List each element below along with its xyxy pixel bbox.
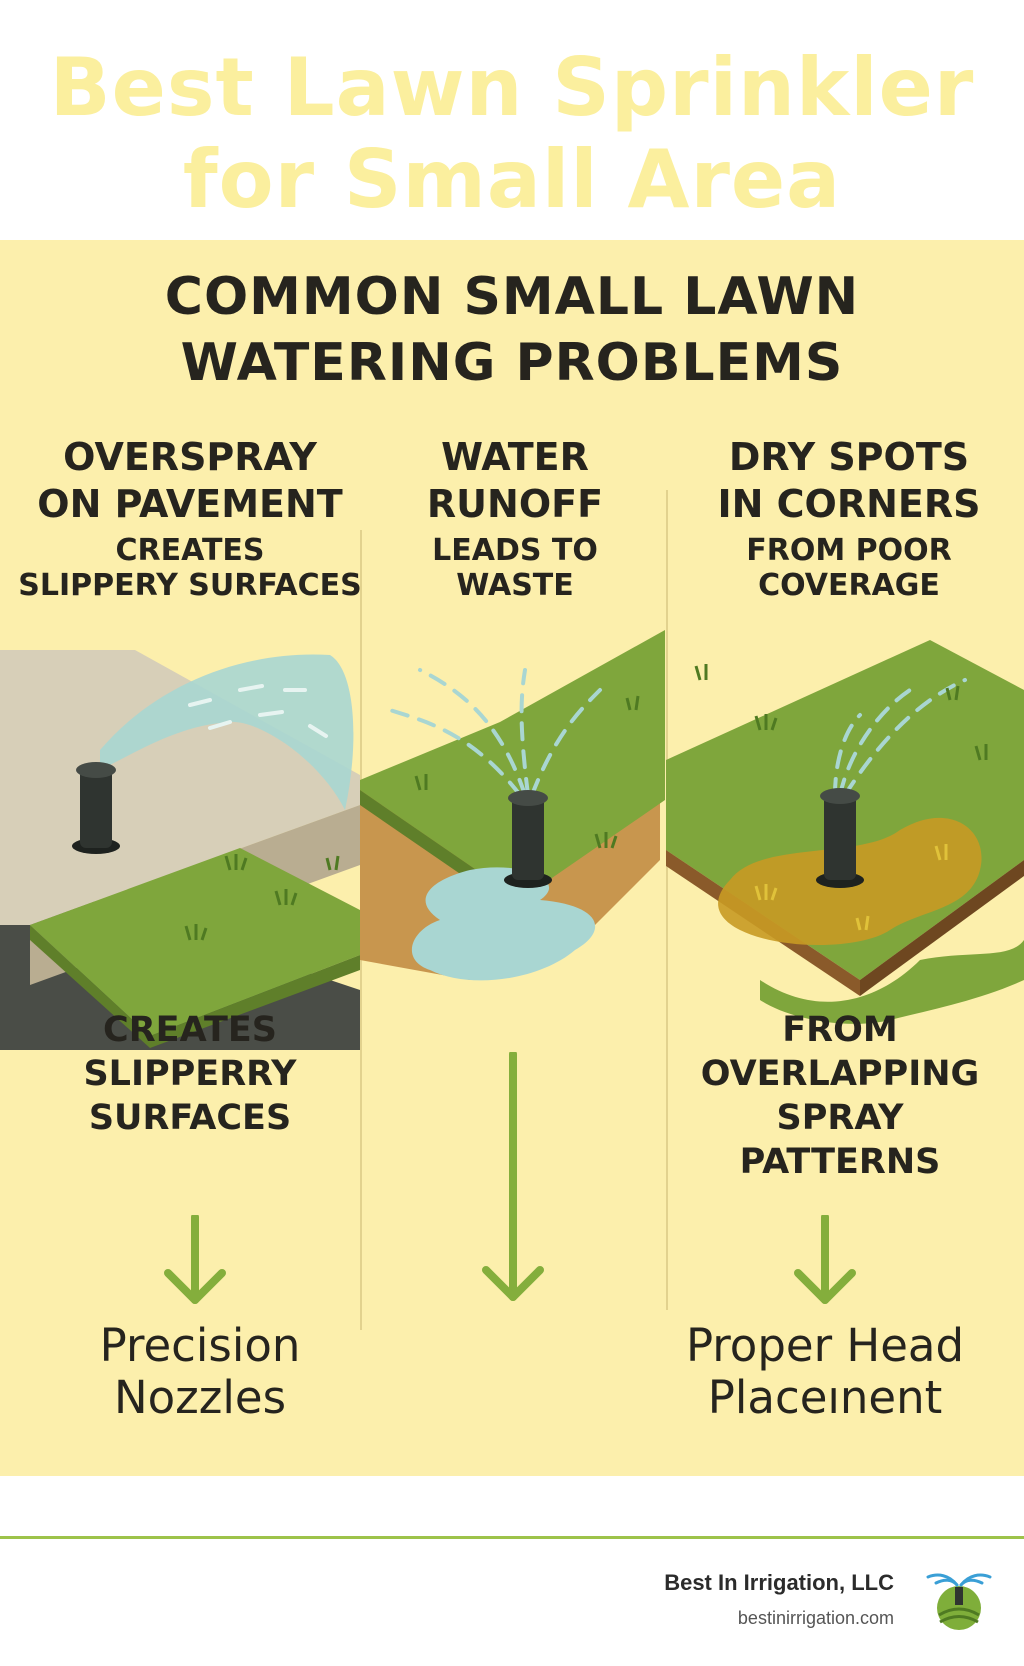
page-title-line-2: for Small Area xyxy=(182,133,842,226)
hero-banner: Best Lawn Sprinkler for Small Area xyxy=(0,0,1024,240)
panel-title-line-2: WATERING PROBLEMS xyxy=(180,333,844,393)
company-website[interactable]: bestinirrigation.com xyxy=(737,1608,894,1628)
lawn-strip-edge xyxy=(30,925,150,1048)
sprinkler-head-icon xyxy=(72,762,120,854)
down-arrow-icon xyxy=(482,1052,544,1301)
water-spray-icon xyxy=(100,654,354,810)
solution-line: Nozzles xyxy=(113,1371,287,1424)
column-heading-dry-spots: DRY SPOTS IN CORNERS FROM POOR COVERAGE xyxy=(684,434,1014,603)
grass-spill xyxy=(760,940,1024,1024)
note-line: SURFACES xyxy=(88,1098,292,1138)
column-heading-overspray: OVERSPRAY ON PAVEMENT CREATES SLIPPERY S… xyxy=(0,434,380,603)
dry-spots-scene xyxy=(666,640,1024,1024)
sprinkler-head-icon xyxy=(816,788,864,888)
heading-line: RUNOFF xyxy=(426,482,604,526)
panel-title-line-1: COMMON SMALL LAWN xyxy=(164,267,860,327)
lawn-strip-edge-front xyxy=(150,955,360,1048)
subheading-line: COVERAGE xyxy=(758,568,940,603)
column-divider-2 xyxy=(666,490,668,1310)
heading-line: WATER xyxy=(441,435,589,479)
page-title: Best Lawn Sprinkler for Small Area xyxy=(0,42,1024,226)
down-arrow-icon xyxy=(794,1215,856,1304)
lawn-scene-illustration xyxy=(0,630,1024,1050)
subheading-line: SLIPPERY SURFACES xyxy=(18,568,362,603)
grass-tufts xyxy=(184,854,340,941)
footer-divider xyxy=(0,1536,1024,1539)
problem-note-overspray: CREATES SLIPPERRY SURFACES xyxy=(0,1008,380,1140)
subheading-line: LEADS TO xyxy=(432,533,598,568)
sprinkler-head-icon xyxy=(504,790,552,888)
overspray-scene xyxy=(0,650,360,1050)
note-line: SLIPPERRY xyxy=(83,1054,297,1094)
heading-line: OVERSPRAY xyxy=(63,435,317,479)
solution-proper-head-placement: Proper Head Placeınent xyxy=(650,1320,1000,1424)
solution-line: Precision xyxy=(99,1319,301,1372)
solution-precision-nozzles: Precision Nozzles xyxy=(0,1320,400,1424)
note-line: OVERLAPPING xyxy=(700,1054,980,1094)
note-line: CREATES xyxy=(103,1010,277,1050)
problem-note-dry-spots: FROM OVERLAPPING SPRAY PATTERNS xyxy=(680,1008,1000,1184)
heading-line: ON PAVEMENT xyxy=(37,482,343,526)
subheading-line: WASTE xyxy=(456,568,574,603)
company-name: Best In Irrigation, LLC xyxy=(664,1570,894,1595)
water-spray-icon xyxy=(833,678,967,797)
page-title-line-1: Best Lawn Sprinkler xyxy=(49,41,975,134)
note-line: FROM xyxy=(782,1010,898,1050)
column-heading-runoff: WATER RUNOFF LEADS TO WASTE xyxy=(380,434,650,603)
spray-dashes xyxy=(188,684,328,738)
pavement xyxy=(0,650,360,925)
solution-line: Proper Head xyxy=(685,1319,965,1372)
irrigation-logo-icon xyxy=(926,1573,992,1630)
note-line: SPRAY PATTERNS xyxy=(739,1098,941,1182)
solution-line: Placeınent xyxy=(707,1371,943,1424)
down-arrow-icon xyxy=(164,1215,226,1304)
runoff-scene xyxy=(360,630,665,981)
grass-tufts xyxy=(694,664,988,761)
infographic-panel: COMMON SMALL LAWN WATERING PROBLEMS OVER… xyxy=(0,240,1024,1476)
subheading-line: CREATES xyxy=(115,533,265,568)
dry-grass-tufts xyxy=(754,844,948,931)
heading-line: IN CORNERS xyxy=(717,482,981,526)
dry-spots-lawn-edge-front xyxy=(860,860,1024,996)
heading-line: DRY SPOTS xyxy=(728,435,970,479)
water-spray-icon xyxy=(388,668,602,797)
grass-tufts xyxy=(414,695,640,849)
runoff-puddle xyxy=(411,867,596,981)
subheading-line: FROM POOR xyxy=(746,533,952,568)
